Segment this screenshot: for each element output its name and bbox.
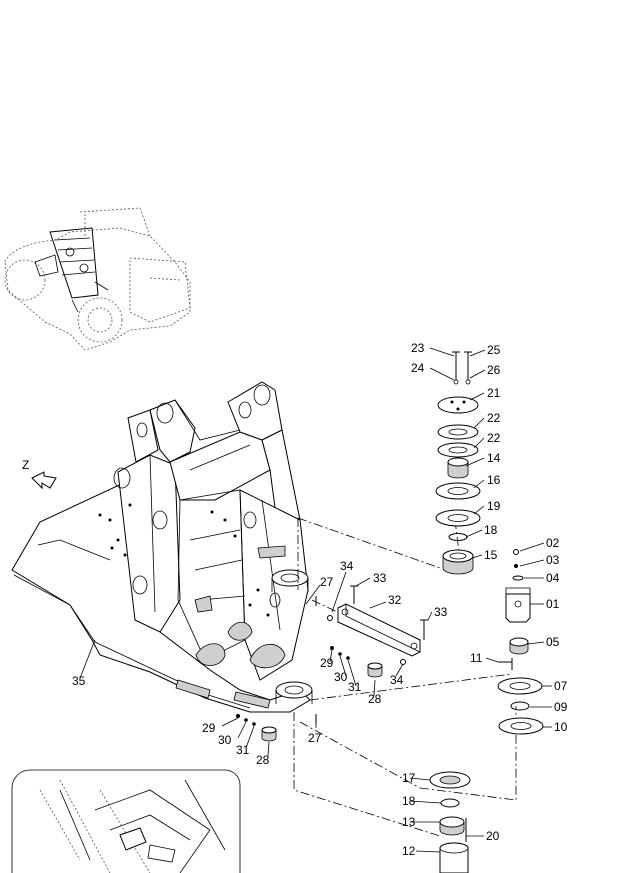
callout-25: 25	[487, 343, 501, 357]
view-marker-label: Z	[22, 458, 29, 472]
upper-pivot-parts	[435, 351, 481, 575]
assembly-path-lines	[293, 517, 517, 837]
callout-24: 24	[411, 361, 425, 375]
callout-32: 32	[388, 593, 402, 607]
callout-15: 15	[484, 548, 498, 562]
callout-labels: 23 25 24 26 21 22 22 14 16 19 18 15 02 0…	[72, 341, 568, 858]
callout-34-lower: 34	[390, 673, 404, 687]
callout-31-lower: 31	[236, 743, 250, 757]
callout-35: 35	[72, 674, 86, 688]
callout-11: 11	[470, 651, 483, 665]
callout-16: 16	[487, 473, 501, 487]
callout-33-lower: 33	[434, 605, 448, 619]
callout-14: 14	[487, 451, 501, 465]
callout-09: 09	[554, 700, 568, 714]
callout-05: 05	[546, 635, 560, 649]
callout-18-lower: 18	[402, 794, 416, 808]
callout-23: 23	[411, 341, 425, 355]
callout-01: 01	[546, 597, 560, 611]
callout-30-upper: 30	[334, 670, 348, 684]
front-axle-frame-assembly	[11, 381, 313, 713]
callout-19: 19	[487, 499, 501, 513]
callout-26: 26	[487, 363, 501, 377]
callout-17: 17	[402, 771, 416, 785]
callout-33-upper: 33	[373, 571, 387, 585]
callout-03: 03	[546, 553, 560, 567]
callout-07: 07	[554, 679, 568, 693]
callout-22-b: 22	[487, 431, 501, 445]
tie-link-parts	[236, 585, 428, 742]
callout-27-lower: 27	[308, 731, 322, 745]
callout-29-upper: 29	[320, 656, 334, 670]
kingpin-parts	[497, 549, 544, 735]
inset-detail-view	[11, 769, 241, 873]
callout-28-lower: 28	[256, 753, 270, 767]
callout-02: 02	[546, 536, 560, 550]
callout-28-upper: 28	[368, 692, 382, 706]
callout-27-upper: 27	[320, 575, 334, 589]
callout-12: 12	[402, 844, 416, 858]
callout-13: 13	[402, 815, 416, 829]
callout-22-a: 22	[487, 411, 501, 425]
callout-29-lower: 29	[202, 721, 216, 735]
tractor-locator-thumbnail	[4, 207, 191, 351]
callout-20: 20	[486, 829, 500, 843]
view-z-arrow: Z	[22, 458, 57, 490]
callout-04: 04	[546, 571, 560, 585]
callout-18-upper: 18	[484, 523, 498, 537]
callout-31-upper: 31	[348, 680, 362, 694]
lower-pivot-parts	[429, 771, 471, 873]
callout-30-lower: 30	[218, 733, 232, 747]
callout-34-upper: 34	[340, 559, 354, 573]
callout-10: 10	[554, 720, 568, 734]
callout-21: 21	[487, 386, 501, 400]
callout-leader-lines	[79, 347, 552, 853]
